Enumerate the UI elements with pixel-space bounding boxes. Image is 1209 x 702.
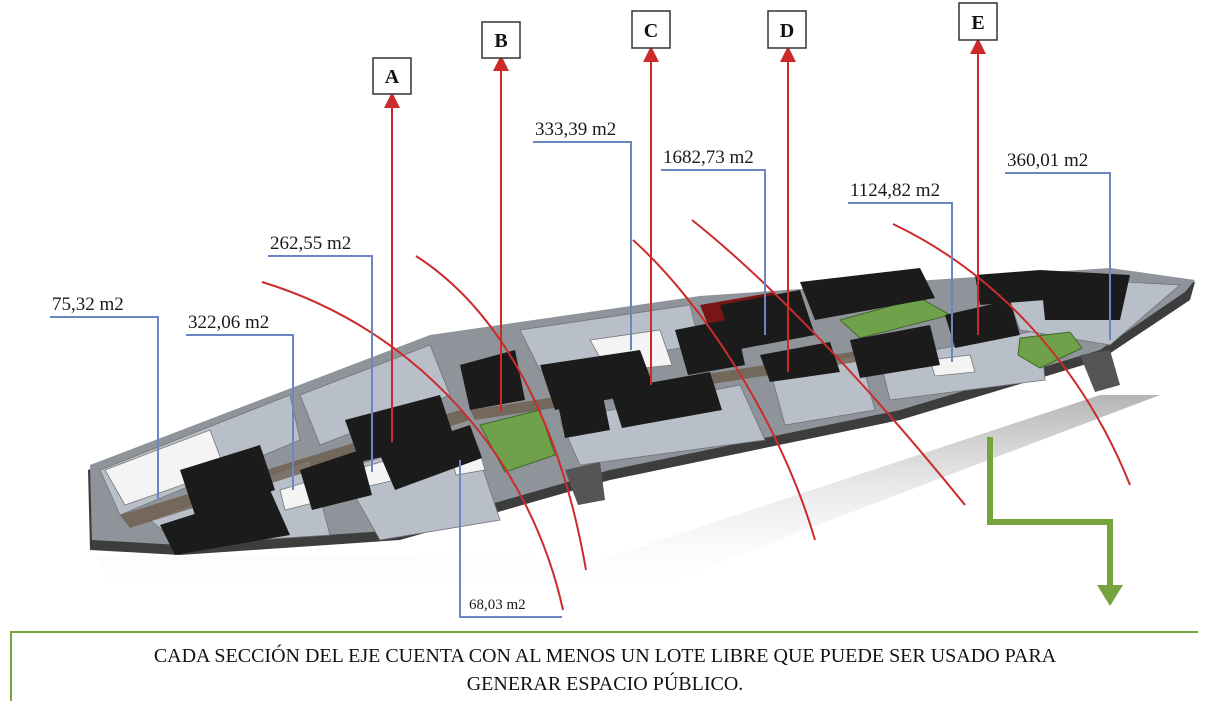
area-label-lot-1: 75,32 m2 [52,294,124,315]
building [160,490,290,555]
leader-lot-1 [50,316,159,500]
building [850,325,940,378]
section-e-box [958,2,998,41]
buildings [160,268,1130,555]
building [945,300,1020,348]
area-label-lot-7: 1124,82 m2 [850,180,940,201]
building [720,290,815,350]
section-curve [415,255,587,571]
leader-lot-2 [186,334,294,490]
area-label-lot-3: 262,55 m2 [270,233,351,254]
area-label-lot-2: 322,06 m2 [188,312,269,333]
building [675,318,745,375]
section-c-box [631,10,671,49]
section-d-letter: D [780,20,794,42]
section-b-letter: B [494,30,507,52]
side-path [565,462,605,505]
leader-lot-6 [661,169,766,335]
building [800,268,935,320]
building [460,350,525,410]
area-label-lot-4: 68,03 m2 [469,597,526,613]
leader-lot-4 [459,460,562,618]
section-curve [261,281,564,611]
green-arrow-line [987,437,1113,590]
side-path [1080,350,1120,392]
building [760,342,840,382]
area-labels: 75,32 m2 322,06 m2 262,55 m2 68,03 m2 33… [52,119,1088,613]
block-model [88,268,1195,600]
section-e-letter: E [971,12,984,34]
section-a-box [372,57,412,95]
building [610,372,722,428]
section-c-letter: C [644,20,658,42]
section-curve [892,223,1131,486]
caption-text: CADA SECCIÓN DEL EJE CUENTA CON AL MENOS… [12,642,1198,698]
leader-lot-3 [268,255,373,472]
free-lot [929,354,976,377]
section-a-letter: A [385,66,400,88]
area-label-lot-5: 333,39 m2 [535,119,616,140]
building [180,445,275,515]
section-labels: A B C D E [372,2,998,95]
caption-box: CADA SECCIÓN DEL EJE CUENTA CON AL MENOS… [10,631,1198,701]
caption-line-1: CADA SECCIÓN DEL EJE CUENTA CON AL MENOS… [153,645,1057,667]
green-arrowhead [1097,585,1123,606]
section-curve [691,219,966,506]
section-d-box [767,10,807,49]
building [380,425,482,490]
green-callout-arrow [987,437,1123,606]
building [1040,270,1130,320]
area-label-lot-8: 360,01 m2 [1007,150,1088,171]
section-curves [261,219,1131,611]
section-curve [632,239,816,541]
caption-line-2: GENERAR ESPACIO PÚBLICO. [466,673,744,695]
building [300,450,372,510]
leader-lot-8 [1005,172,1111,340]
building [555,382,610,438]
leader-lines [50,141,1111,618]
leader-lot-7 [848,202,953,362]
area-label-lot-6: 1682,73 m2 [663,147,754,168]
model-shadow [95,395,1160,600]
lot-block [299,344,451,446]
building [975,270,1045,305]
section-arrows [384,38,986,442]
leader-lot-5 [533,141,632,350]
section-b-box [481,21,521,59]
